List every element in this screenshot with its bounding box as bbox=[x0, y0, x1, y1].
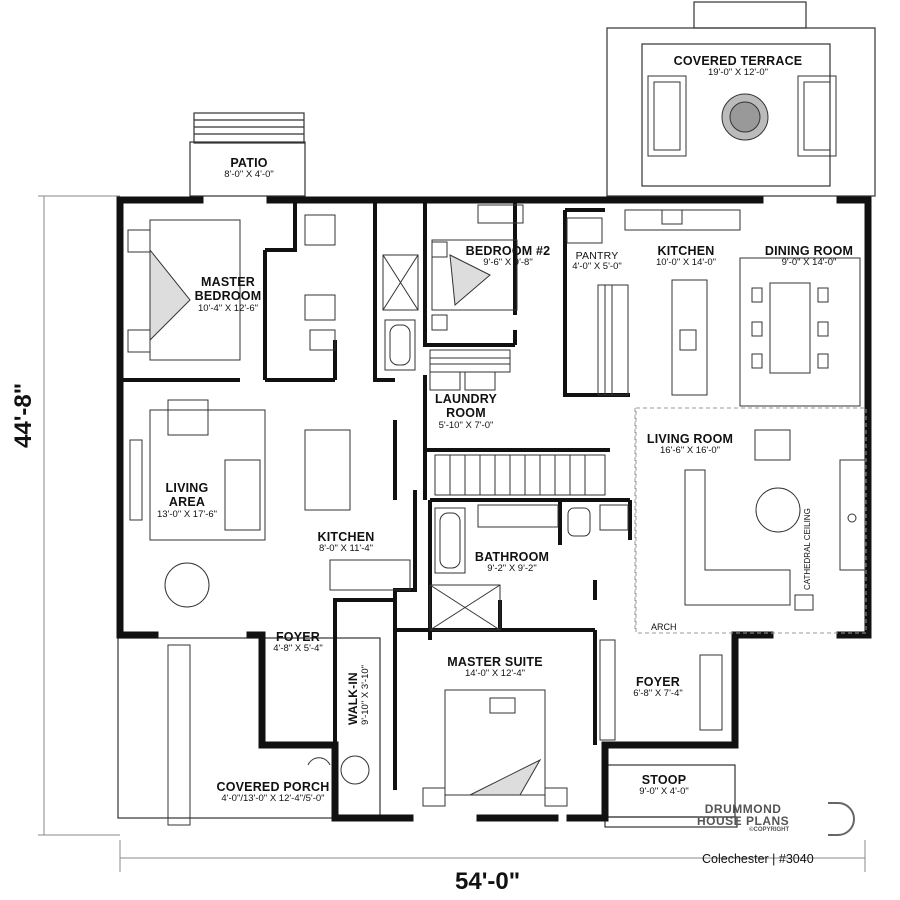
dashed-lines bbox=[634, 407, 867, 634]
staircase bbox=[434, 454, 606, 496]
room-size: 16'-6" X 16'-0" bbox=[659, 445, 721, 457]
brand-line2: HOUSE PLANS bbox=[697, 814, 790, 828]
dimension-lines bbox=[38, 195, 866, 872]
overall-width: 54'-0" bbox=[455, 868, 521, 895]
room-name: FOYER bbox=[635, 675, 681, 689]
bathroom-fixtures bbox=[429, 504, 629, 631]
label-master-suite: MASTER SUITE 14'-0" X 12'-4" bbox=[447, 655, 542, 680]
room-name: WALK-IN bbox=[346, 672, 360, 725]
room-name: KITCHEN bbox=[657, 244, 715, 258]
label-covered-porch: COVERED PORCH 4'-0"/13'-0" X 12'-4"/5'-0… bbox=[216, 780, 329, 805]
brand-copyright: ©COPYRIGHT bbox=[749, 827, 790, 833]
room-name: LIVING bbox=[165, 481, 209, 495]
label-living-area: LIVING AREA 13'-0" X 17'-6" bbox=[157, 481, 217, 521]
terrace-furniture bbox=[647, 75, 837, 157]
room-size: 9'-0" X 4'-0" bbox=[639, 786, 689, 798]
room-name-2: AREA bbox=[168, 495, 206, 510]
label-foyer-right: FOYER 6'-8" X 7'-4" bbox=[633, 675, 682, 700]
master-suite-bed bbox=[422, 689, 568, 807]
room-size: 5'-10" X 7'-0" bbox=[438, 419, 494, 431]
room-name: COVERED TERRACE bbox=[673, 54, 803, 68]
room-size: 10'-4" X 12'-6" bbox=[197, 302, 258, 314]
room-name: BATHROOM bbox=[474, 550, 550, 564]
overall-depth: 44'-8" bbox=[10, 382, 37, 448]
room-name: DINING ROOM bbox=[764, 244, 854, 258]
label-living-room: LIVING ROOM 16'-6" X 16'-0" bbox=[647, 432, 733, 457]
room-size: 4'-0"/13'-0" X 12'-4"/5'-0" bbox=[221, 793, 325, 805]
label-master-bedroom: MASTER BEDROOM 10'-4" X 12'-6" bbox=[195, 275, 262, 315]
label-bedroom2: BEDROOM #2 9'-6" X 9'-8" bbox=[466, 244, 551, 269]
room-size: 8'-0" X 11'-4" bbox=[318, 543, 374, 555]
cathedral-ceiling-note: CATHEDRAL CEILING bbox=[803, 508, 812, 590]
top-bath-fixtures bbox=[304, 214, 419, 371]
porch-furniture bbox=[167, 644, 370, 826]
room-name: MASTER bbox=[201, 275, 255, 289]
foyer-right-fixtures bbox=[599, 639, 723, 741]
room-name: LAUNDRY bbox=[434, 392, 498, 406]
pantry-shelves bbox=[566, 217, 629, 396]
room-name: PATIO bbox=[230, 156, 268, 170]
brand-line1: DRUMMOND bbox=[704, 802, 782, 816]
room-name: KITCHEN bbox=[317, 530, 375, 544]
room-name-2: BEDROOM bbox=[194, 289, 262, 304]
label-foyer-left: FOYER 4'-8" X 5'-4" bbox=[273, 630, 322, 655]
brand-mark bbox=[828, 802, 855, 836]
room-size: 14'-0" X 12'-4" bbox=[464, 668, 525, 680]
room-name: MASTER SUITE bbox=[447, 655, 543, 669]
model-name: Colechester | #3040 bbox=[702, 852, 814, 866]
room-name: LIVING ROOM bbox=[646, 432, 734, 446]
living-area-furniture bbox=[129, 399, 411, 608]
label-kitchen-left: KITCHEN 8'-0" X 11'-4" bbox=[318, 530, 375, 555]
exterior-walls bbox=[116, 196, 872, 822]
label-stoop: STOOP 9'-0" X 4'-0" bbox=[639, 773, 688, 798]
living-room-furniture bbox=[684, 429, 866, 611]
label-bathroom: BATHROOM 9'-2" X 9'-2" bbox=[475, 550, 549, 575]
bedroom2-bed bbox=[431, 204, 524, 331]
label-patio: PATIO 8'-0" X 4'-0" bbox=[224, 156, 273, 181]
room-name: COVERED PORCH bbox=[216, 780, 330, 794]
room-size: 4'-0" X 5'-0" bbox=[572, 261, 622, 273]
room-size: 4'-8" X 5'-4" bbox=[273, 643, 323, 655]
room-size: 19'-0" X 12'-0" bbox=[707, 67, 768, 79]
label-dining-room: DINING ROOM 9'-0" X 14'-0" bbox=[765, 244, 853, 269]
room-size: 10'-0" X 14'-0" bbox=[655, 257, 717, 269]
room-size: 9'-0" X 14'-0" bbox=[781, 257, 837, 269]
master-bed bbox=[127, 219, 241, 361]
room-name: FOYER bbox=[275, 630, 321, 644]
room-size: 6'-8" X 7'-4" bbox=[633, 688, 683, 700]
label-walk-in: WALK-IN 9'-10" X 3'-10" bbox=[346, 665, 371, 725]
label-kitchen-right: KITCHEN 10'-0" X 14'-0" bbox=[656, 244, 716, 269]
label-pantry: PANTRY 4'-0" X 5'-0" bbox=[572, 250, 621, 273]
brand-logo: DRUMMOND HOUSE PLANS ©COPYRIGHT bbox=[697, 803, 789, 833]
kitchen-right-fixtures bbox=[624, 209, 861, 407]
label-covered-terrace: COVERED TERRACE 19'-0" X 12'-0" bbox=[674, 54, 803, 79]
room-size: 8'-0" X 4'-0" bbox=[224, 169, 274, 181]
room-name: PANTRY bbox=[575, 250, 619, 262]
room-size: 9'-10" X 3'-10" bbox=[360, 664, 371, 725]
laundry-appliances bbox=[429, 349, 511, 391]
room-size: 9'-6" X 9'-8" bbox=[483, 257, 533, 269]
room-size: 13'-0" X 17'-6" bbox=[156, 508, 218, 520]
interior-walls bbox=[120, 200, 632, 790]
room-name: BEDROOM #2 bbox=[465, 244, 551, 258]
arch-note: ARCH bbox=[651, 622, 677, 632]
room-name: STOOP bbox=[641, 773, 687, 787]
label-laundry-room: LAUNDRY ROOM 5'-10" X 7'-0" bbox=[435, 392, 497, 432]
room-name-2: ROOM bbox=[446, 406, 486, 421]
room-size: 9'-2" X 9'-2" bbox=[487, 563, 537, 575]
